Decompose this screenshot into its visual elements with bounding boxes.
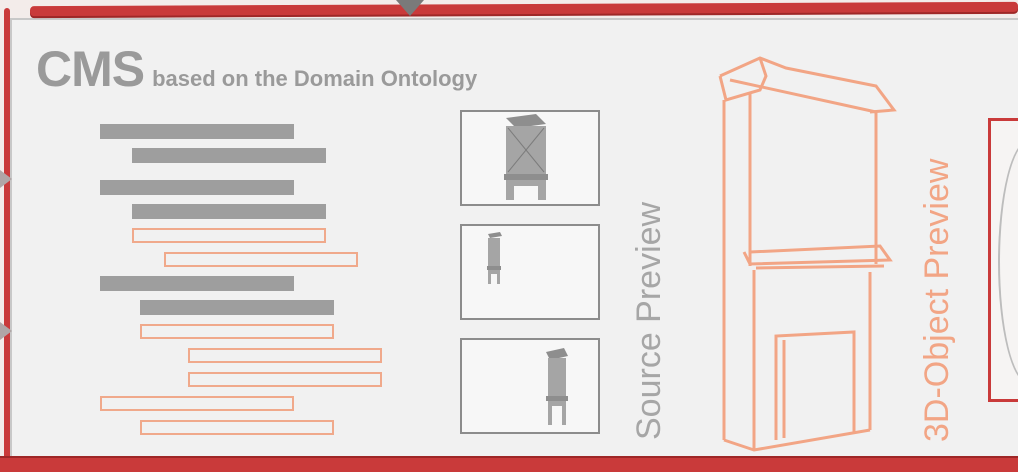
source-thumbnail[interactable] (460, 338, 600, 434)
source-thumbnail[interactable] (460, 224, 600, 320)
cabinet-icon (546, 348, 568, 425)
source-thumbnail[interactable] (460, 110, 600, 206)
ontology-node-outline (164, 252, 358, 267)
ontology-node-filled (132, 148, 326, 163)
frame-left-border (4, 8, 10, 468)
title-subtitle: based on the Domain Ontology (152, 66, 478, 91)
ontology-node-outline (188, 348, 382, 363)
3d-object-preview (718, 56, 897, 452)
cabinet-icon (504, 114, 548, 200)
ontology-node-filled (100, 124, 294, 139)
ontology-node-filled (132, 204, 326, 219)
frame-bottom-border (0, 458, 1018, 472)
ontology-node-outline (140, 324, 334, 339)
ontology-node-outline (140, 420, 334, 435)
title-main: CMS (36, 41, 145, 97)
ontology-node-filled (100, 276, 294, 291)
ontology-node-outline (132, 228, 326, 243)
3d-object-preview-label: 3D-Object Preview (918, 158, 956, 442)
ontology-node-filled (100, 180, 294, 195)
right-arrow-icon (0, 170, 12, 188)
source-preview-label: Source Preview (630, 201, 668, 440)
ontology-node-outline (188, 372, 382, 387)
ontology-node-outline (100, 396, 294, 411)
cabinet-icon (487, 232, 502, 284)
frame-top-border (29, 1, 1018, 17)
down-arrow-icon (396, 0, 424, 16)
right-arrow-icon (0, 322, 12, 340)
page-title: CMS based on the Domain Ontology (36, 40, 477, 98)
ontology-node-filled (140, 300, 334, 315)
